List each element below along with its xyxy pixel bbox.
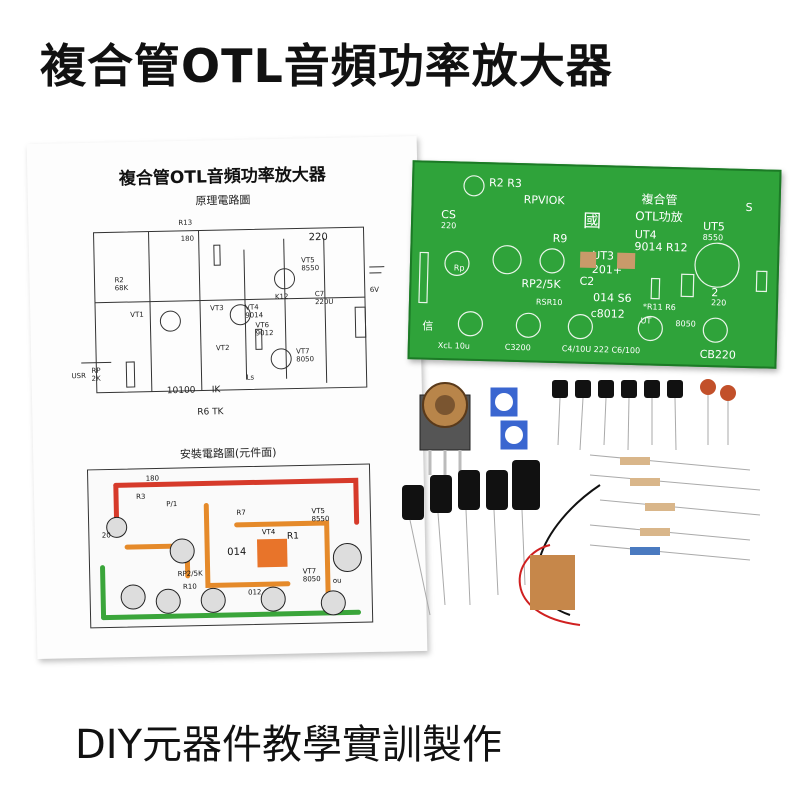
schematic-text: VT2 [216,344,230,352]
pcb-pads [418,175,768,343]
assembly-text: 012 [248,588,262,596]
schematic-text: IK [212,385,222,395]
schematic-text: Ls [247,373,255,381]
schematic-text: 8050 [296,355,314,363]
assembly-text: RP2/5K [178,570,204,579]
assembly-text: VT5 [311,507,325,515]
schematic-text: R6 TK [197,407,225,418]
assembly-text: 014 [227,547,246,558]
assembly-text: ou [333,577,342,585]
assembly-text: 180 [146,474,160,482]
schematic-text: 220U [315,298,334,306]
schematic-text: VT7 [296,347,310,355]
schematic-text: 9014 [245,311,264,319]
schematic-text: VT1 [130,311,144,319]
schematic-text: 2K [91,375,101,383]
schematic-text: 220 [309,232,328,243]
loose-components [402,379,761,626]
schematic-text: 68K [115,284,129,292]
schematic-text: USR [71,372,86,380]
schematic-text: 10100 [167,386,196,397]
assembly-text: R10 [183,583,197,591]
schematic-text: RP [91,367,100,375]
assembly-text: P/1 [166,500,177,508]
assembly-text: VT4 [262,528,276,536]
schematic-text: K12 [275,293,289,301]
schematic-text: C7 [315,290,325,298]
schematic-text: R2 [114,276,123,284]
schematic-text: VT6 [255,321,269,329]
page-title: 複合管OTL音頻功率放大器 [40,39,613,93]
assembly-text: VT7 [303,567,317,575]
assembly-text: 8050 [303,575,321,583]
assembly-text: R1 [287,532,299,542]
assembly-diagram: R3 180 P/1 R7 VT4 R1 VT5 8550 014 RP2/5K… [86,463,374,629]
pcb-board: R2 R3 RPVIOK 複合管 OTL功放 CS 220 國 UT5 8550… [407,160,782,369]
assembly-text: 8550 [311,515,329,523]
schematic-text: VT3 [210,304,224,312]
sheet-title: 複合管OTL音頻功率放大器 [118,164,327,190]
schematic-text: R13 [178,219,192,227]
assembly-text: R7 [236,509,245,517]
assembly-text: R3 [136,493,145,501]
assembly-text: 20 [102,531,111,539]
schematic-text: 180 [181,235,195,243]
schematic-diagram: R13 180 220 6V VT5 8550 K12 C7 220U VT4 … [71,219,385,418]
schematic-text: VT4 [245,303,259,311]
schematic-text: VT5 [301,256,315,264]
bottom-caption: DIY元器件教學實訓製作 [75,722,503,768]
schematic-text: 6V [370,286,380,294]
schematic-text: 9012 [256,329,274,337]
schematic-text: 8550 [301,264,319,272]
schematic-sheet: 複合管OTL音頻功率放大器 原理電路圖 [26,135,428,660]
